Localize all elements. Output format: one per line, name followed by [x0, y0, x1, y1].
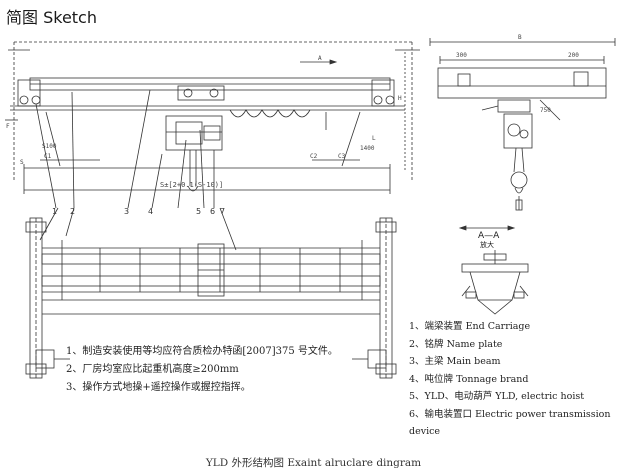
- plan-view: [25, 207, 397, 379]
- callout-7: 7: [220, 207, 225, 216]
- callout-5: 5: [196, 207, 201, 216]
- plan-main-beam-1: [41, 253, 381, 265]
- callout-2: 2: [70, 207, 75, 216]
- dim-s: S: [20, 159, 24, 166]
- legend-item-5: 5、YLD、电动葫芦 YLD, electric hoist: [409, 391, 585, 402]
- zoom-label: 放大: [480, 241, 494, 249]
- dim-c2: C2: [310, 153, 318, 160]
- legend-item-1: 1、端梁装置 End Carriage: [409, 321, 531, 332]
- dim-c3: C3: [338, 153, 346, 160]
- legend-block: 1、端梁装置 End Carriage 2、铭牌 Name plate 3、主梁…: [409, 318, 624, 441]
- dim-c1: C1: [44, 153, 52, 160]
- section-label: A—A: [478, 231, 500, 241]
- note-1: 1、制造安装使用等均应符合质检办特函[2007]375 号文件。: [66, 346, 338, 357]
- dim-1400: 1400: [360, 145, 375, 152]
- front-elevation: [5, 41, 420, 209]
- callout-1: 1: [52, 207, 57, 216]
- dim-200: 200: [568, 52, 579, 59]
- legend-item-2: 2、铭牌 Name plate: [409, 338, 503, 350]
- hoist-trolley: [177, 85, 225, 101]
- figure-caption: YLD 外形结构图 Exaint alruclare dingram: [205, 457, 422, 469]
- section-detail: [458, 225, 529, 315]
- side-beam: [437, 67, 607, 99]
- plan-main-beam-2: [41, 275, 381, 287]
- legend-item-6: 6、输电装置口 Electric power transmission devi…: [409, 408, 611, 438]
- legend-item-4: 4、吨位牌 Tonnage brand: [409, 373, 529, 385]
- hoist-body: [165, 115, 223, 151]
- dim-s100: S100: [42, 143, 57, 150]
- dim-b: B: [518, 34, 522, 41]
- hoist-side: [503, 113, 533, 149]
- dim-750: 750: [540, 107, 551, 114]
- dim-h: H: [398, 95, 402, 102]
- callout-6: 6: [210, 207, 215, 216]
- callout-4: 4: [148, 207, 153, 216]
- dim-span: S±[2+0.1(S-10)]: [160, 181, 223, 189]
- motor-left: [35, 349, 55, 369]
- side-elevation: [429, 38, 616, 211]
- dim-300: 300: [456, 52, 467, 59]
- legend-item-3: 3、主梁 Main beam: [409, 356, 501, 367]
- dim-a: A: [318, 55, 322, 62]
- dim-f: F: [6, 123, 10, 130]
- note-3: 3、操作方式地操+遥控操作或握控指挥。: [66, 382, 251, 393]
- notes-block: 1、制造安装使用等均应符合质检办特函[2007]375 号文件。 2、厂房均室应…: [66, 343, 366, 397]
- sketch-title: 简图 Sketch: [6, 8, 97, 27]
- callout-3: 3: [124, 207, 129, 216]
- dim-l: L: [372, 135, 376, 142]
- note-2: 2、厂房均室应比起重机高度≥200mm: [66, 364, 239, 375]
- motor-right: [367, 349, 387, 369]
